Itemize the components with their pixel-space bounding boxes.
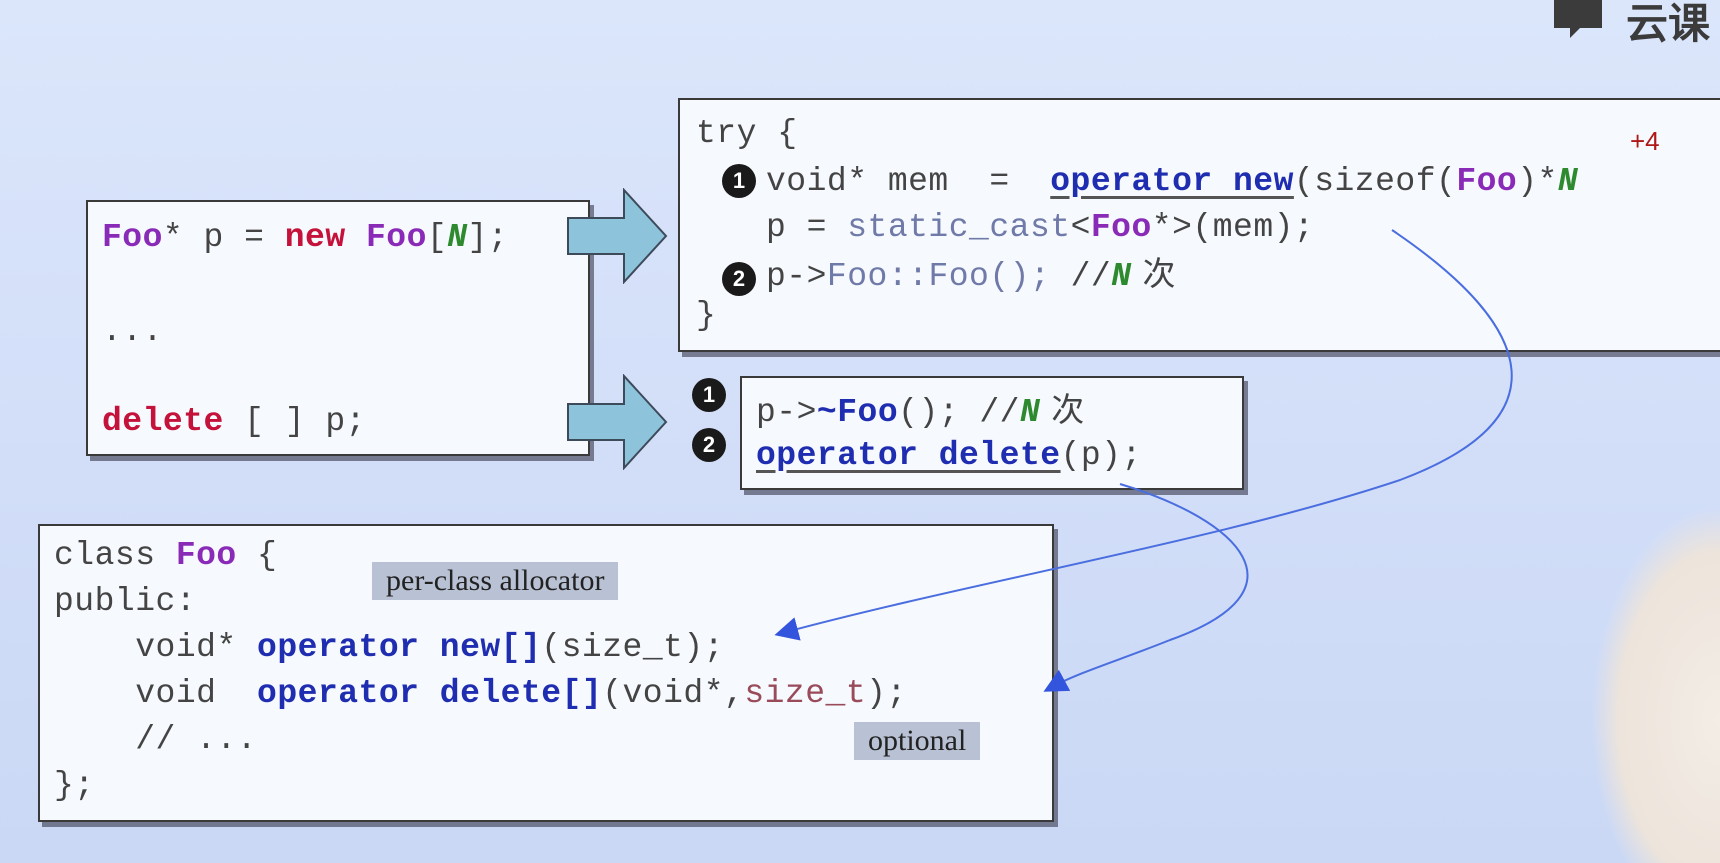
operator-new-array: operator new[] (257, 629, 542, 666)
operator-delete-call: operator delete (756, 437, 1061, 474)
public-line: public: (54, 583, 197, 620)
comment-line: // ... (54, 721, 258, 758)
per-class-allocator-tag: per-class allocator (372, 562, 619, 600)
optional-tag: optional (854, 722, 981, 760)
new-keyword: new (284, 219, 346, 256)
code-text: void (54, 675, 258, 712)
code-text: * p = (162, 219, 285, 256)
code-text: ); (866, 675, 907, 712)
dtor-line: p->~Foo(); //N 次 (756, 390, 1085, 433)
code-text: (); // (898, 394, 1020, 431)
type-foo: Foo (175, 537, 237, 574)
connector-delete-curve (1043, 483, 1249, 692)
closing-brace: } (696, 297, 717, 334)
size-t-param: size_t (744, 675, 867, 712)
code-text: [ (426, 219, 448, 256)
code-text: { (236, 537, 278, 574)
n-variable: N (447, 219, 468, 256)
code-text: 次 (1040, 390, 1085, 429)
n-variable: N (1019, 394, 1041, 431)
code-text: class (54, 537, 176, 574)
arrow-right-icon (567, 374, 668, 470)
step-badge-1: 1 (722, 164, 756, 198)
code-text: 次 (1131, 254, 1176, 293)
n-variable: N (1111, 258, 1132, 295)
dtor-call: ~Foo (816, 394, 899, 431)
new-delete-expression-box: Foo* p = new Foo[N]; ... delete [ ] p; (86, 200, 590, 456)
code-text: void* mem = (766, 163, 1051, 200)
operator-new-call: operator new (1050, 163, 1294, 200)
ellipsis-line: ... (102, 313, 163, 350)
type-foo: Foo (1456, 163, 1518, 200)
type-foo: Foo (365, 219, 427, 256)
static-cast: static_cast (847, 209, 1071, 246)
code-text: *>(mem); (1151, 209, 1315, 246)
type-foo: Foo (102, 219, 163, 256)
step-badge-2: 2 (692, 428, 726, 462)
delete-expression-line: delete [ ] p; (102, 402, 366, 442)
code-text: void* (54, 629, 258, 666)
code-text: (sizeof( (1293, 163, 1457, 200)
operator-delete-array-line: void operator delete[](void*,size_t); (54, 674, 907, 714)
code-text: (size_t); (541, 629, 725, 666)
code-text: p = (766, 209, 848, 246)
new-expression-line: Foo* p = new Foo[N]; (102, 218, 508, 258)
logo-text: 云课 (1626, 0, 1711, 48)
allocate-line: void* mem = operator new(sizeof(Foo)*N (766, 162, 1578, 202)
code-text: )* (1517, 163, 1558, 200)
ctor-line: p->Foo::Foo(); //N 次 (766, 254, 1176, 297)
code-text: (p); (1060, 437, 1142, 474)
operator-new-array-line: void* operator new[](size_t); (54, 628, 724, 668)
delete-keyword: delete (102, 403, 224, 440)
code-text: ]; (467, 219, 509, 256)
class-line: class Foo { (54, 536, 277, 576)
annotation-plus: +4 (1630, 126, 1660, 156)
code-text: p-> (756, 394, 817, 431)
class-close-line: }; (54, 767, 95, 804)
code-text: [ ] p; (223, 403, 366, 440)
delete-block-box: p->~Foo(); //N 次 operator delete(p); (740, 376, 1244, 490)
n-variable: N (1557, 163, 1579, 200)
code-text: < (1070, 209, 1091, 246)
operator-delete-line: operator delete(p); (756, 436, 1142, 476)
operator-delete-array: operator delete[] (257, 675, 603, 712)
code-text (346, 219, 366, 256)
code-text: (void*, (602, 675, 745, 712)
step-badge-2: 2 (722, 262, 756, 296)
presenter-silhouette (1590, 505, 1720, 863)
step-badge-1: 1 (692, 378, 726, 412)
code-text: p-> (766, 258, 827, 295)
try-line: try { (696, 115, 798, 152)
cast-line: p = static_cast<Foo*>(mem); (766, 208, 1314, 248)
logo: 云课 (1540, 0, 1720, 48)
arrow-right-icon (567, 188, 668, 284)
ctor-call: Foo::Foo(); (826, 258, 1051, 295)
try-block-box: try { void* mem = operator new(sizeof(Fo… (678, 98, 1720, 352)
code-text: // (1050, 258, 1112, 295)
type-foo: Foo (1090, 209, 1152, 246)
